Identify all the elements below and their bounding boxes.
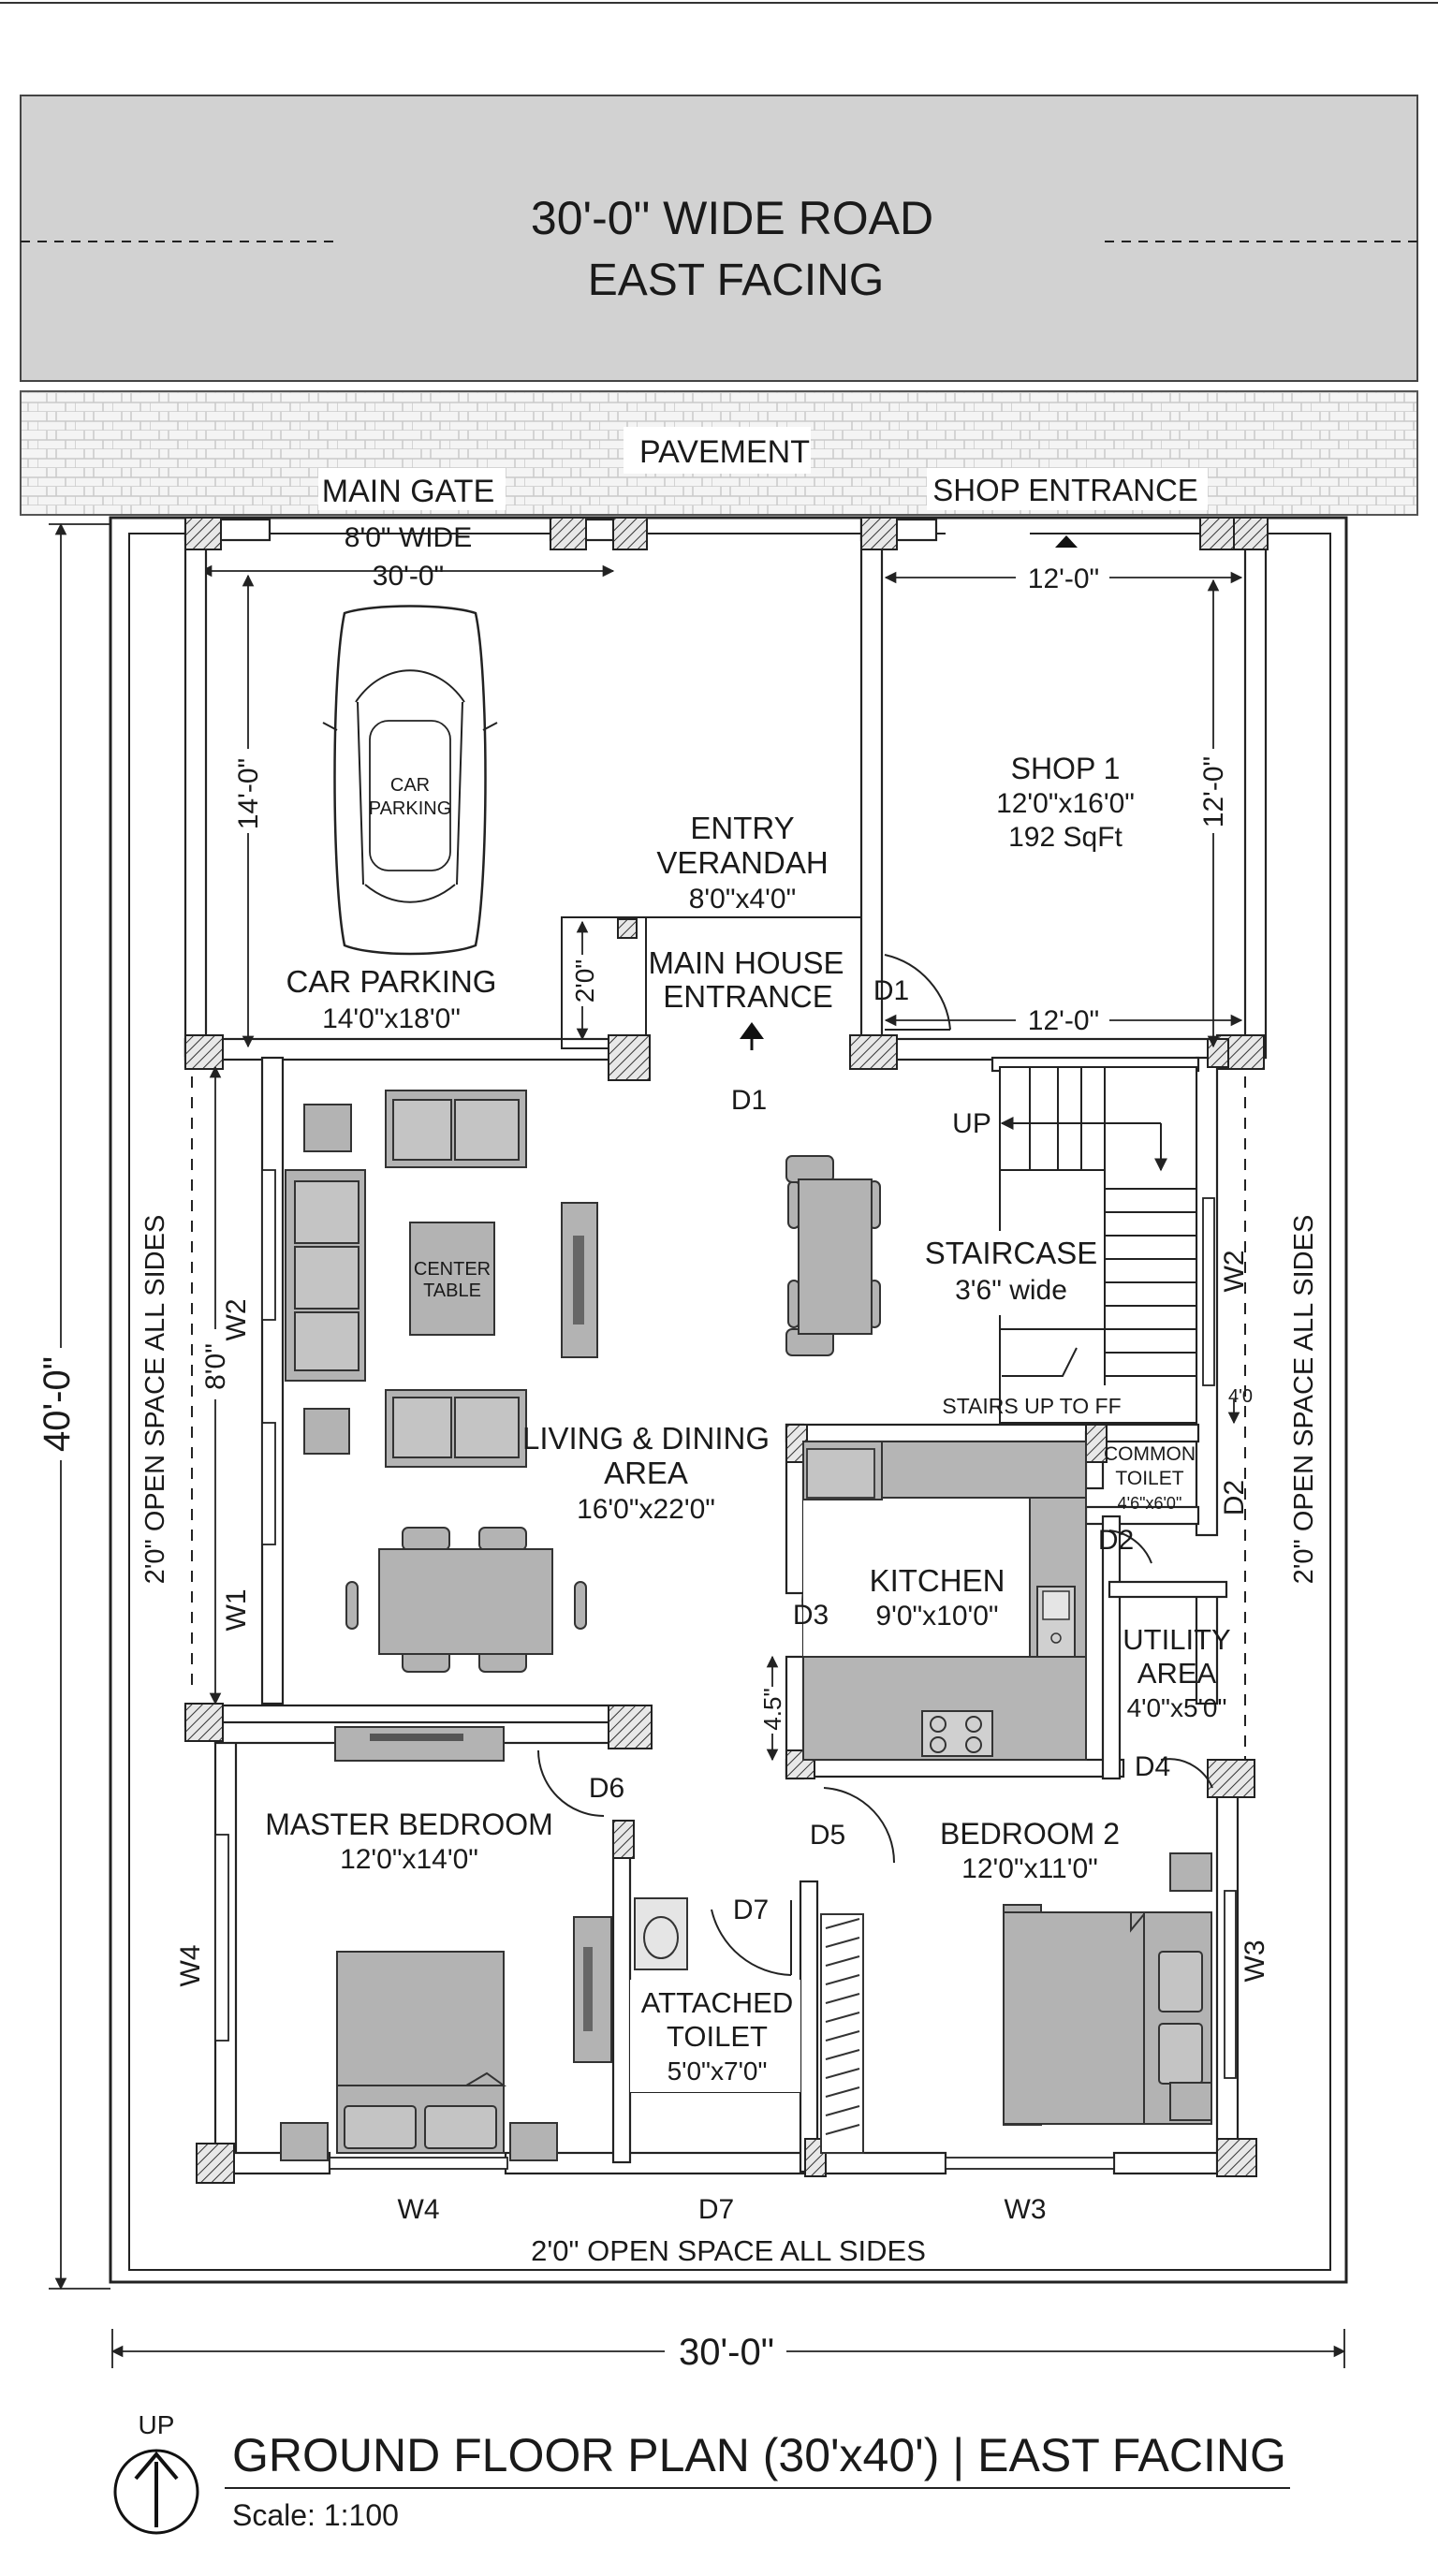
verandah-dim: 2'0" xyxy=(570,959,599,1003)
road xyxy=(20,95,1418,382)
door-d1-label: D1 xyxy=(731,1085,767,1116)
sink-icon xyxy=(1036,1586,1076,1658)
dining-table-1 xyxy=(785,1155,881,1356)
dim-45: 4.5" xyxy=(758,1688,786,1730)
open-space-left: 2'0" OPEN SPACE ALL SIDES xyxy=(140,1215,170,1585)
door-d6-label: D6 xyxy=(589,1773,624,1804)
pavement-label: PAVEMENT xyxy=(639,434,810,470)
door-d1-shop-label: D1 xyxy=(873,975,909,1006)
window-w2-left: W2 xyxy=(221,1299,252,1341)
living-name-1: LIVING & DINING xyxy=(522,1421,770,1456)
car-parking-dim: 14'-0" xyxy=(233,758,264,829)
open-space-right: 2'0" OPEN SPACE ALL SIDES xyxy=(1289,1215,1319,1585)
master-wardrobe xyxy=(334,1726,505,1762)
total-width-dim: 30'-0" xyxy=(679,2332,774,2373)
dim-small-40: 4'0 xyxy=(1228,1386,1253,1407)
car-parking-size: 14'0"x18'0" xyxy=(322,1003,461,1034)
common-toilet-size: 4'6"x6'0" xyxy=(1118,1494,1182,1513)
door-d2-inner: D2 xyxy=(1098,1525,1134,1556)
shop-entrance-label: SHOP ENTRANCE xyxy=(932,473,1198,507)
common-toilet-1: COMMON xyxy=(1104,1443,1196,1465)
utility-1: UTILITY xyxy=(1123,1623,1230,1656)
car-label-1: CAR xyxy=(390,775,430,796)
shop-dim-v: 12'-0" xyxy=(1198,756,1229,827)
car-parking-name: CAR PARKING xyxy=(286,964,497,999)
door-d7-bottom: D7 xyxy=(698,2194,734,2225)
door-d4-label: D4 xyxy=(1135,1751,1170,1782)
toilet-1: ATTACHED xyxy=(641,1986,793,2019)
staircase-name: STAIRCASE xyxy=(925,1236,1098,1270)
window-w1: W1 xyxy=(221,1589,252,1632)
washbasin-icon xyxy=(634,1897,688,1970)
main-gate-label: MAIN GATE xyxy=(322,474,495,509)
living-name-2: AREA xyxy=(604,1456,688,1490)
north-arrow-icon xyxy=(113,2449,199,2535)
total-height-dim: 40'-0" xyxy=(37,1356,78,1452)
master-name: MASTER BEDROOM xyxy=(265,1808,553,1841)
master-size: 12'0"x14'0" xyxy=(340,1844,478,1875)
drawing-title: GROUND FLOOR PLAN (30'x40') | EAST FACIN… xyxy=(232,2429,1286,2481)
window-w3-right: W3 xyxy=(1240,1940,1270,1983)
main-gate-dim: 30'-0" xyxy=(373,561,444,592)
verandah-line2: VERANDAH xyxy=(656,845,828,880)
bedroom2-size: 12'0"x11'0" xyxy=(961,1853,1098,1884)
door-d3-label: D3 xyxy=(793,1600,829,1631)
kitchen-name: KITCHEN xyxy=(870,1563,1005,1598)
open-space-bottom: 2'0" OPEN SPACE ALL SIDES xyxy=(531,2234,926,2267)
utility-2: AREA xyxy=(1137,1657,1217,1690)
shop-name: SHOP 1 xyxy=(1011,752,1121,785)
north-up-label: UP xyxy=(139,2410,175,2439)
shop-dim-bottom: 12'-0" xyxy=(1028,1005,1099,1036)
bedroom2-name: BEDROOM 2 xyxy=(940,1817,1120,1851)
shop-dim-top: 12'-0" xyxy=(1028,564,1099,594)
center-table-label-1: CENTER xyxy=(414,1259,491,1280)
drawing-scale: Scale: 1:100 xyxy=(232,2498,399,2532)
center-table xyxy=(409,1222,495,1336)
toilet-2: TOILET xyxy=(667,2020,768,2053)
window-w3-bottom: W3 xyxy=(1005,2194,1047,2225)
dim-8ft: 8'0" xyxy=(200,1343,231,1390)
staircase-up: UP xyxy=(952,1108,991,1139)
dining-table-2 xyxy=(345,1527,587,1673)
verandah-line1: ENTRY xyxy=(690,811,794,845)
shop-size: 12'0"x16'0" xyxy=(996,788,1135,819)
window-w4-bottom: W4 xyxy=(398,2194,440,2225)
road-title: 30'-0" WIDE ROAD xyxy=(531,192,933,244)
bedroom2-wardrobe xyxy=(820,1913,864,2154)
door-d5-label: D5 xyxy=(810,1820,845,1851)
window-w4-left: W4 xyxy=(175,1945,206,1987)
toilet-size: 5'0"x7'0" xyxy=(668,2056,768,2086)
kitchen-size: 9'0"x10'0" xyxy=(875,1601,998,1632)
shop-area: 192 SqFt xyxy=(1008,822,1123,853)
car-label-2: PARKING xyxy=(369,798,452,819)
master-bed xyxy=(280,1951,558,2161)
main-gate-width: 8'0" WIDE xyxy=(345,522,472,553)
bedroom2-bed xyxy=(1003,1852,1212,2126)
living-size: 16'0"x22'0" xyxy=(577,1494,715,1525)
utility-size: 4'0"x5'0" xyxy=(1127,1693,1227,1722)
center-table-label-2: TABLE xyxy=(423,1281,481,1301)
door-d7-toilet: D7 xyxy=(733,1895,769,1925)
common-toilet-2: TOILET xyxy=(1115,1468,1183,1489)
kitchen-counter xyxy=(802,1441,1087,1761)
stove-icon xyxy=(921,1710,993,1757)
staircase-note: STAIRS UP TO FF xyxy=(942,1394,1121,1418)
verandah-size: 8'0"x4'0" xyxy=(689,884,797,915)
main-entrance-line1: MAIN HOUSE xyxy=(648,945,844,980)
sofa-set xyxy=(285,1090,598,1468)
car-icon xyxy=(322,605,498,956)
road-subtitle: EAST FACING xyxy=(588,256,885,305)
staircase-width: 3'6" wide xyxy=(955,1275,1067,1306)
main-entrance-line2: ENTRANCE xyxy=(663,979,833,1014)
